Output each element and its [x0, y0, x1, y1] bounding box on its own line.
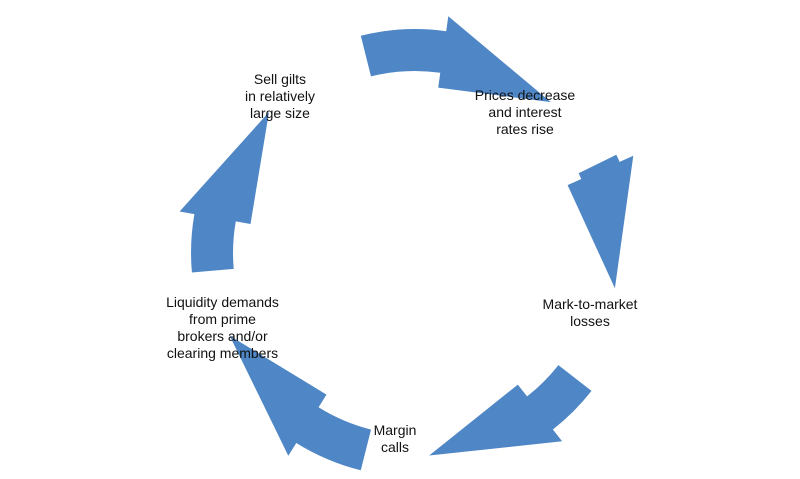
node-margin-calls: Margin calls [345, 422, 445, 456]
node-line: Liquidity demands [166, 294, 279, 310]
node-line: in relatively [244, 88, 316, 104]
node-line: and interest [488, 104, 562, 120]
arrow-liquidity-to-sell [179, 112, 269, 273]
node-line: rates rise [496, 121, 554, 137]
node-line: Margin [373, 422, 417, 438]
node-line: brokers and/or [177, 328, 268, 344]
node-line: Prices decrease [474, 87, 576, 103]
node-line: calls [380, 439, 409, 455]
arrow-mtm-to-margin [429, 365, 592, 456]
node-sell-gilts: Sell gilts in relatively large size [225, 71, 335, 122]
node-line: losses [570, 313, 610, 329]
cycle-arrows [179, 16, 634, 471]
arrow-prices-to-mtm [567, 154, 634, 289]
node-line: large size [250, 105, 310, 121]
node-line: from prime [189, 311, 256, 327]
arrow-margin-to-liquidity [229, 335, 371, 471]
node-line: Mark-to-market [542, 296, 638, 312]
arrow-sell-to-prices [360, 16, 551, 103]
node-mark-to-market: Mark-to-market losses [520, 296, 660, 330]
node-line: clearing members [166, 345, 279, 361]
node-liquidity-demands: Liquidity demands from prime brokers and… [140, 294, 305, 362]
node-prices-decrease: Prices decrease and interest rates rise [455, 87, 595, 138]
node-line: Sell gilts [253, 71, 307, 87]
